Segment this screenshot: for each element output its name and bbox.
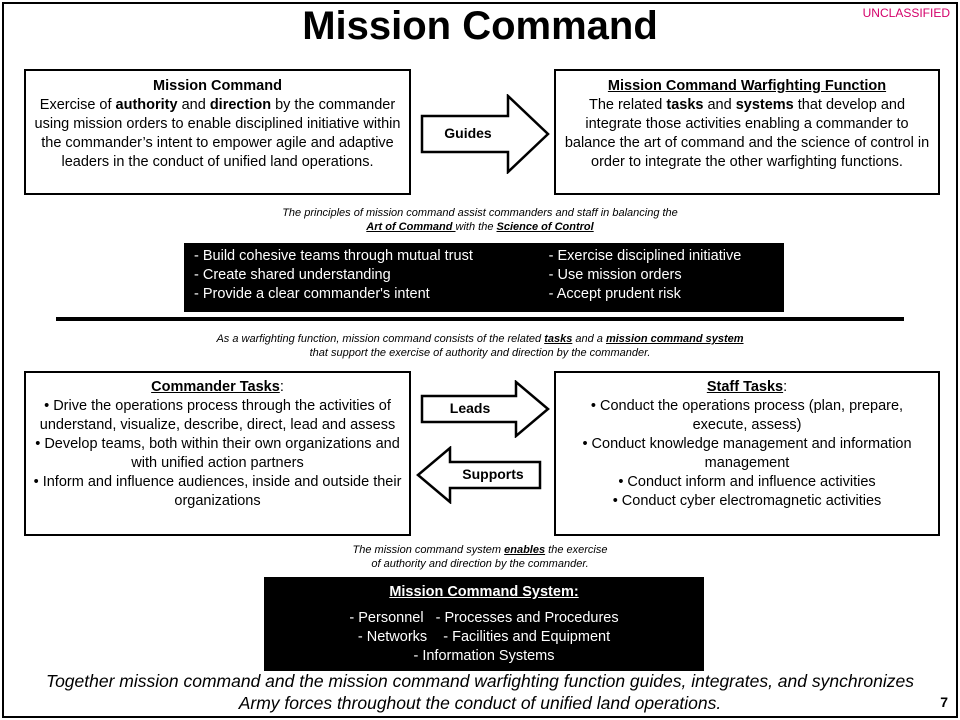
- supports-label: Supports: [462, 466, 524, 482]
- note-text: the exercise: [545, 544, 608, 556]
- def-text: and: [177, 97, 210, 113]
- right-arrow-icon: [420, 94, 550, 174]
- commander-tasks-box: Commander Tasks: • Drive the operations …: [24, 371, 411, 536]
- def-text: by the commander using mission orders to…: [34, 97, 401, 170]
- commander-task-item: • Develop teams, both within their own o…: [35, 436, 400, 471]
- staff-tasks-heading: Staff Tasks:: [562, 378, 932, 397]
- mc-system-heading: Mission Command System:: [389, 584, 579, 600]
- page-number: 7: [940, 694, 948, 710]
- staff-tasks-box: Staff Tasks: • Conduct the operations pr…: [554, 371, 940, 536]
- slide-title: Mission Command: [302, 4, 658, 48]
- staff-task-item: • Conduct inform and influence activitie…: [618, 474, 876, 490]
- mc-system-line: - Personnel - Processes and Procedures: [349, 610, 619, 626]
- principle-item: - Create shared understanding: [194, 267, 391, 283]
- tasks-link-text: tasks: [544, 333, 573, 345]
- enables-text: enables: [504, 544, 546, 556]
- note-text: with the: [455, 221, 497, 233]
- commander-task-item: • Drive the operations process through t…: [39, 398, 396, 433]
- principles-note-line1: The principles of mission command assist…: [282, 207, 678, 219]
- principles-columns: - Build cohesive teams through mutual tr…: [184, 243, 784, 304]
- mc-system-line: - Information Systems: [413, 648, 555, 664]
- note-text: As a warfighting function, mission comma…: [216, 333, 545, 345]
- mcwf-heading: Mission Command Warfighting Function: [607, 78, 887, 94]
- section-divider: [56, 317, 904, 321]
- wf-note-line1: As a warfighting function, mission comma…: [140, 332, 820, 346]
- science-of-control: Science of Control: [496, 221, 594, 233]
- note-text: The mission command system: [352, 544, 505, 556]
- system-note-line1: The mission command system enables the e…: [280, 543, 680, 557]
- mcwf-definition: The related tasks and systems that devel…: [560, 96, 934, 172]
- mc-system-line: - Networks - Facilities and Equipment: [357, 629, 611, 645]
- wf-note-line2: that support the exercise of authority a…: [309, 347, 651, 359]
- principle-item: - Use mission orders: [548, 267, 682, 283]
- principle-item: - Accept prudent risk: [548, 286, 681, 302]
- wf-note: As a warfighting function, mission comma…: [140, 332, 820, 360]
- staff-task-item: • Conduct knowledge management and infor…: [582, 436, 912, 471]
- def-text: Exercise of: [39, 97, 116, 113]
- heading-colon: :: [279, 379, 284, 395]
- def-text: that develop and integrate those activit…: [564, 97, 930, 170]
- note-text: and a: [572, 333, 606, 345]
- principle-item: - Build cohesive teams through mutual tr…: [194, 248, 473, 264]
- principle-item: - Exercise disciplined initiative: [548, 248, 742, 264]
- commander-tasks-heading: Commander Tasks:: [32, 378, 403, 397]
- mc-system-link-text: mission command system: [605, 333, 744, 345]
- staff-task-item: • Conduct the operations process (plan, …: [590, 398, 904, 433]
- commander-tasks-title: Commander Tasks: [151, 379, 280, 395]
- leads-label: Leads: [449, 400, 491, 416]
- def-bold-tasks: tasks: [666, 97, 704, 113]
- def-text: The related: [588, 97, 667, 113]
- principles-note-line2: Art of Command with the Science of Contr…: [200, 220, 760, 234]
- mc-system-box: Mission Command System: - Personnel - Pr…: [264, 577, 704, 671]
- def-bold-authority: authority: [115, 97, 178, 113]
- classification-marking: UNCLASSIFIED: [862, 6, 950, 20]
- supports-arrow: Supports: [416, 446, 542, 504]
- heading-colon: :: [783, 379, 788, 395]
- art-of-command: Art of Command: [366, 221, 456, 233]
- guides-arrow: Guides: [420, 94, 552, 174]
- def-text: and: [703, 97, 736, 113]
- commander-task-item: • Inform and influence audiences, inside…: [33, 474, 402, 509]
- left-arrow-icon: [416, 446, 542, 504]
- leads-arrow: Leads: [420, 380, 552, 438]
- right-arrow-icon: [420, 380, 550, 438]
- mission-command-definition: Exercise of authority and direction by t…: [32, 96, 403, 172]
- mcwf-box: Mission Command Warfighting Function The…: [554, 69, 940, 195]
- principles-note: The principles of mission command assist…: [200, 206, 760, 234]
- mission-command-heading: Mission Command: [153, 78, 282, 94]
- mission-command-box: Mission Command Exercise of authority an…: [24, 69, 411, 195]
- principles-box: - Build cohesive teams through mutual tr…: [184, 243, 784, 312]
- footer-statement: Together mission command and the mission…: [45, 671, 914, 713]
- def-bold-direction: direction: [209, 97, 272, 113]
- guides-label: Guides: [444, 125, 492, 141]
- staff-tasks-title: Staff Tasks: [706, 379, 784, 395]
- principles-left: - Build cohesive teams through mutual tr…: [194, 247, 549, 304]
- principle-item: - Provide a clear commander's intent: [194, 286, 430, 302]
- system-note-line2: of authority and direction by the comman…: [371, 558, 589, 570]
- staff-task-item: • Conduct cyber electromagnetic activiti…: [612, 493, 882, 509]
- def-bold-systems: systems: [735, 97, 794, 113]
- principles-right: - Exercise disciplined initiative - Use …: [549, 247, 774, 304]
- system-note: The mission command system enables the e…: [280, 543, 680, 571]
